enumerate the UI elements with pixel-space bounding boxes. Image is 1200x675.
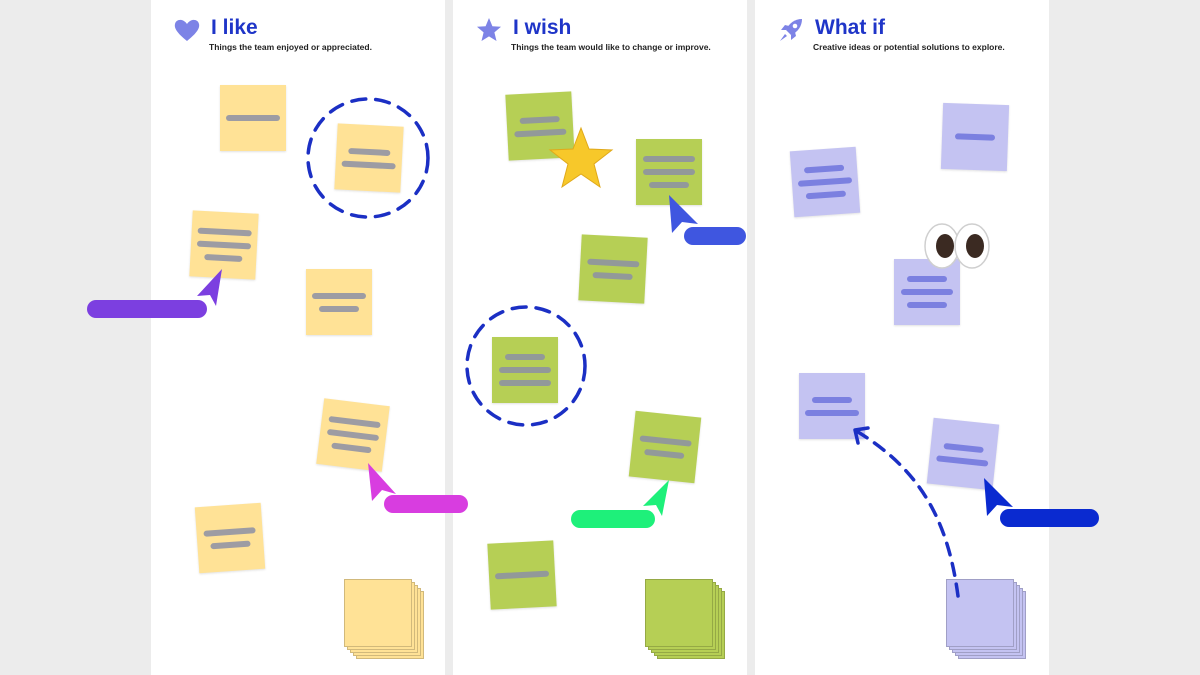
star-sticker [548,126,614,189]
cursor-name-pill [1000,509,1099,527]
cursor-arrow-icon [368,463,396,501]
heart-icon [174,19,200,41]
sticky-note[interactable] [799,373,865,439]
column-title: What if [815,16,885,39]
column-subtitle: Creative ideas or potential solutions to… [813,42,1005,52]
sticky-note-stack-green[interactable] [645,579,725,659]
column-title: I like [211,16,258,39]
cursor-arrow-icon [197,269,222,306]
dashed-arrow [856,430,960,598]
sticky-note[interactable] [306,269,372,335]
cursor-name-pill [684,227,746,245]
star-icon [477,18,501,41]
cursor-name-pill [384,495,468,513]
dashed-circle-highlight [306,97,430,219]
rocket-icon [780,19,802,41]
cursor-name-pill [571,510,655,528]
eyes-emoji [924,223,990,269]
sticky-note[interactable] [220,85,286,151]
sticky-note[interactable] [492,337,558,403]
sticky-note[interactable] [894,259,960,325]
sticky-note[interactable] [636,139,702,205]
cursor-arrow-icon [643,480,669,516]
column-title: I wish [513,16,572,39]
cursor-arrow-icon [984,478,1013,516]
column-subtitle: Things the team would like to change or … [511,42,711,52]
column-subtitle: Things the team enjoyed or appreciated. [209,42,372,52]
dashed-arrow-head [853,426,870,445]
dashed-circle-highlight [465,305,587,427]
cursor-arrow-icon [669,195,698,233]
cursor-name-pill [87,300,207,318]
sticky-note-stack-purple[interactable] [946,579,1026,659]
sticky-note-stack-yellow[interactable] [344,579,424,659]
